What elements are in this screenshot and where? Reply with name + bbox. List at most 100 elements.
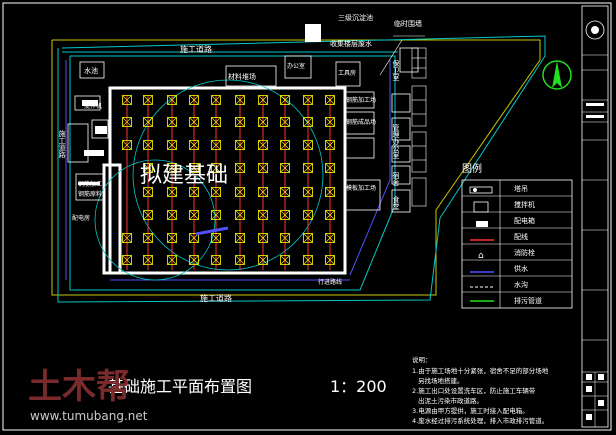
pile-cap-cross — [258, 95, 268, 105]
legend-item-label: 排污管道 — [514, 296, 542, 305]
pile-cap-cross — [258, 233, 268, 243]
pile-cap-cross — [280, 233, 290, 243]
pile-cap-cross — [280, 140, 290, 150]
pile-cap — [143, 140, 153, 150]
pile-cap-cross — [189, 210, 199, 220]
pile-cap-cross — [235, 117, 245, 127]
road-bottom-label: 施工道路 — [200, 293, 232, 303]
pile-cap — [280, 233, 290, 243]
pile-cap-cross — [303, 233, 313, 243]
pile-cap — [167, 233, 177, 243]
notes-line-3: 2.施工出口处设置洗车区，防止施工车辆带 — [412, 386, 536, 395]
pile-cap — [280, 95, 290, 105]
pile-cap-cross — [189, 140, 199, 150]
notes: 说明： 1.由于施工场地十分紧张，宿舍不足的部分场地 另找场地搭建。 2.施工出… — [412, 355, 549, 425]
pile-cap-cross — [325, 95, 335, 105]
pile-cap — [235, 117, 245, 127]
pile-cap — [189, 210, 199, 220]
pile-cap-cross — [280, 163, 290, 173]
left-store-label: 钢筋原料 — [78, 190, 102, 198]
pile-cap-cross — [189, 95, 199, 105]
pile-cap — [325, 255, 335, 265]
pile-cap-cross — [211, 187, 221, 197]
pile-cap-cross — [325, 255, 335, 265]
pile-caps — [122, 95, 335, 265]
right-4-label: 食堂 — [392, 195, 400, 210]
notes-heading: 说明： — [412, 355, 432, 364]
left-office-label: 钢筋加工 — [78, 180, 102, 188]
pile-cap-cross — [280, 95, 290, 105]
pile-cap-cross — [303, 255, 313, 265]
pile-cap — [167, 117, 177, 127]
legend-power-box-icon — [476, 221, 488, 227]
pile-cap-cross — [235, 210, 245, 220]
pile-cap — [258, 187, 268, 197]
formwork-yard-label: 模板加工场 — [346, 184, 376, 192]
pile-cap — [167, 187, 177, 197]
site-boundary — [51, 39, 541, 296]
pile-cap — [167, 255, 177, 265]
pile-cap — [280, 117, 290, 127]
notes-line-5: 3.电源由甲方提供，施工时接入配电箱。 — [412, 406, 529, 415]
pile-cap-cross — [303, 210, 313, 220]
legend-item-label: 供水 — [514, 264, 528, 273]
legend-item-label: 消防栓 — [514, 248, 535, 257]
pile-cap-cross — [143, 163, 153, 173]
pile-cap — [189, 140, 199, 150]
pile-cap — [235, 210, 245, 220]
pile-cap — [280, 163, 290, 173]
pile-cap-cross — [189, 163, 199, 173]
pile-cap-cross — [122, 95, 132, 105]
pile-cap — [235, 140, 245, 150]
pile-cap — [303, 187, 313, 197]
pile-cap — [258, 255, 268, 265]
pile-cap — [211, 210, 221, 220]
pile-cap — [122, 233, 132, 243]
pile-cap-cross — [325, 210, 335, 220]
pile-cap — [258, 233, 268, 243]
pile-cap — [122, 95, 132, 105]
pile-cap-cross — [122, 117, 132, 127]
pile-cap — [235, 163, 245, 173]
water-pool-label: 水池 — [84, 66, 98, 75]
pile-cap-cross — [258, 210, 268, 220]
pile-cap — [303, 163, 313, 173]
pile-cap — [280, 255, 290, 265]
pile-cap — [122, 117, 132, 127]
pile-cap — [235, 255, 245, 265]
pile-cap-cross — [167, 117, 177, 127]
pile-cap — [143, 255, 153, 265]
watermark: 土木帮 www.tumubang.net — [28, 367, 148, 423]
right-3-label: 宿舍 — [392, 171, 400, 187]
legend-item-label: 塔吊 — [514, 184, 528, 193]
pile-cap — [325, 233, 335, 243]
top-entry-label: 三级沉淀池 — [338, 13, 373, 22]
pile-cap-cross — [258, 255, 268, 265]
pile-cap-cross — [143, 210, 153, 220]
pile-cap-cross — [325, 187, 335, 197]
right-1-label: 保卫室 — [392, 59, 400, 81]
legend-item-label: 配电箱 — [514, 216, 535, 225]
drawing-scale: 1：200 — [330, 377, 387, 396]
pile-cap — [167, 210, 177, 220]
pile-cap-cross — [303, 187, 313, 197]
pile-cap — [325, 95, 335, 105]
notes-line-4: 出泥土污染市政道路。 — [418, 396, 483, 405]
pile-cap — [167, 140, 177, 150]
pile-cap — [325, 140, 335, 150]
legend-item-label: 配线 — [514, 232, 528, 241]
pile-cap — [325, 117, 335, 127]
pile-cap — [325, 210, 335, 220]
pile-cap-cross — [211, 95, 221, 105]
pile-cap — [325, 163, 335, 173]
pile-cap — [303, 117, 313, 127]
pile-cap — [303, 233, 313, 243]
pile-cap — [167, 163, 177, 173]
pile-cap-cross — [143, 255, 153, 265]
tower-crane-radius — [94, 79, 324, 281]
pile-cap — [280, 187, 290, 197]
notes-line-1: 1.由于施工场地十分紧张，宿舍不足的部分场地 — [412, 366, 549, 375]
pile-cap — [235, 187, 245, 197]
mixer-label: 搅拌机 — [84, 102, 102, 110]
